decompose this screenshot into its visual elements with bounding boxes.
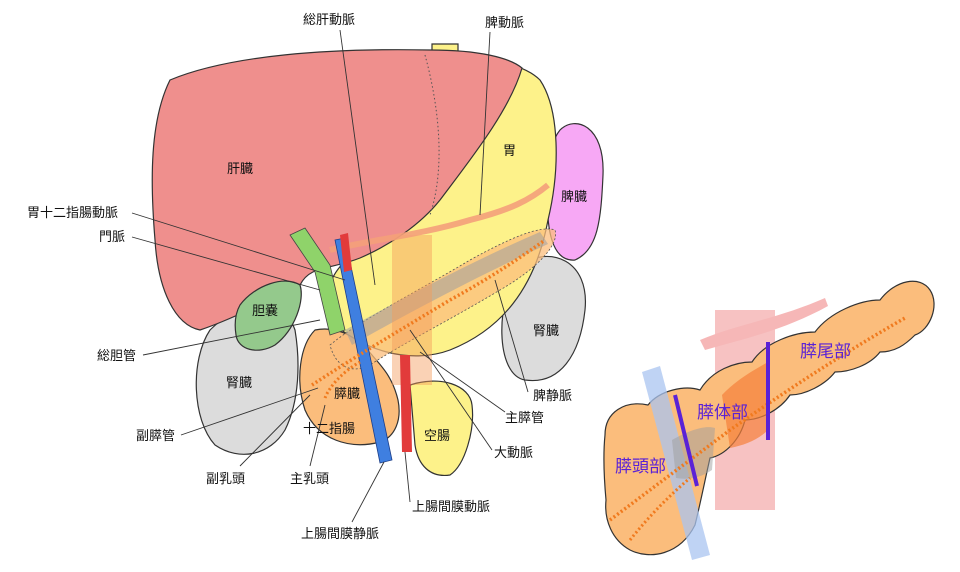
leader-smv: [351, 461, 385, 523]
superior-mesenteric-artery-shape: [400, 355, 412, 452]
pancreas-head-label: 膵頭部: [615, 457, 666, 477]
pancreas-body-overlay: [392, 235, 432, 385]
accessory-pancreatic-duct-label: 副膵管: [136, 429, 175, 444]
segment-pink-artery-shape: [700, 298, 828, 350]
splenic-vein-label: 脾静脈: [533, 389, 572, 404]
splenic-artery-label: 脾動脈: [485, 16, 524, 31]
superior-mesenteric-artery-label: 上腸間膜動脈: [412, 500, 490, 515]
leader-gastroduodenal-artery: [131, 212, 346, 281]
spleen-label: 脾臓: [561, 190, 587, 205]
main-pancreatic-duct-shape: [311, 238, 547, 387]
leader-accessory-duct: [180, 387, 319, 436]
liver-shape: [151, 49, 523, 331]
leader-aorta: [409, 329, 493, 451]
aorta-label: 大動脈: [494, 446, 533, 461]
jejunum-shape: [409, 380, 474, 476]
portal-vein-label: 門脈: [99, 230, 125, 245]
celiac-branch-shape: [329, 182, 550, 253]
liver-left-lobe-overlap: [424, 54, 440, 216]
aorta-shape: [340, 233, 352, 272]
leader-sma: [404, 451, 411, 503]
duodenum-label: 十二指腸: [303, 422, 355, 437]
main-pancreatic-duct-label: 主膵管: [505, 411, 544, 426]
major-papilla-label: 主乳頭: [290, 472, 329, 487]
leader-common-bile-duct: [142, 319, 321, 356]
leader-common-hepatic-artery: [339, 29, 376, 286]
leader-splenic-vein: [494, 279, 529, 393]
segment-main-duct-shape: [608, 316, 906, 522]
stomach-label: 胃: [503, 144, 516, 159]
gastroduodenal-artery-label: 胃十二指腸動脈: [27, 206, 118, 221]
left-kidney-label: 腎臓: [533, 324, 559, 339]
segment-accessory-duct-shape: [628, 476, 691, 541]
leader-minor-papilla: [239, 394, 311, 467]
minor-papilla-label: 副乳頭: [206, 472, 245, 487]
common-bile-duct-label: 総胆管: [97, 349, 136, 364]
leader-major-papilla: [309, 404, 326, 467]
pancreas-label: 膵臓: [334, 387, 360, 402]
head-body-boundary-line: [673, 394, 699, 487]
right-kidney-label: 腎臓: [226, 376, 252, 391]
accessory-duct-shape: [323, 360, 361, 399]
gallbladder-label: 胆嚢: [252, 303, 278, 319]
common-hepatic-artery-label: 総肝動脈: [303, 13, 355, 28]
portal-vein-shape: [289, 227, 346, 336]
liver-label: 肝臓: [227, 162, 253, 177]
pancreas-body-label: 膵体部: [697, 403, 748, 423]
leader-portal-vein: [131, 236, 321, 291]
leader-main-duct: [419, 351, 506, 413]
splenic-vein-band: [345, 232, 548, 345]
main-anatomy-figure: 肝臓 胃 脾臓 胆嚢 腎臓 腎臓 膵臓 十二指腸 空腸 総肝動脈 脾動脈 胃十二…: [27, 13, 604, 542]
leader-splenic-artery: [479, 31, 491, 216]
superior-mesenteric-vein-label: 上腸間膜静脈: [301, 527, 379, 542]
pancreas-segment-figure: 膵頭部 膵体部 膵尾部: [603, 280, 935, 560]
gallbladder-shape: [234, 280, 302, 351]
pancreas-tail-label: 膵尾部: [800, 342, 851, 362]
jejunum-label: 空腸: [424, 429, 450, 444]
